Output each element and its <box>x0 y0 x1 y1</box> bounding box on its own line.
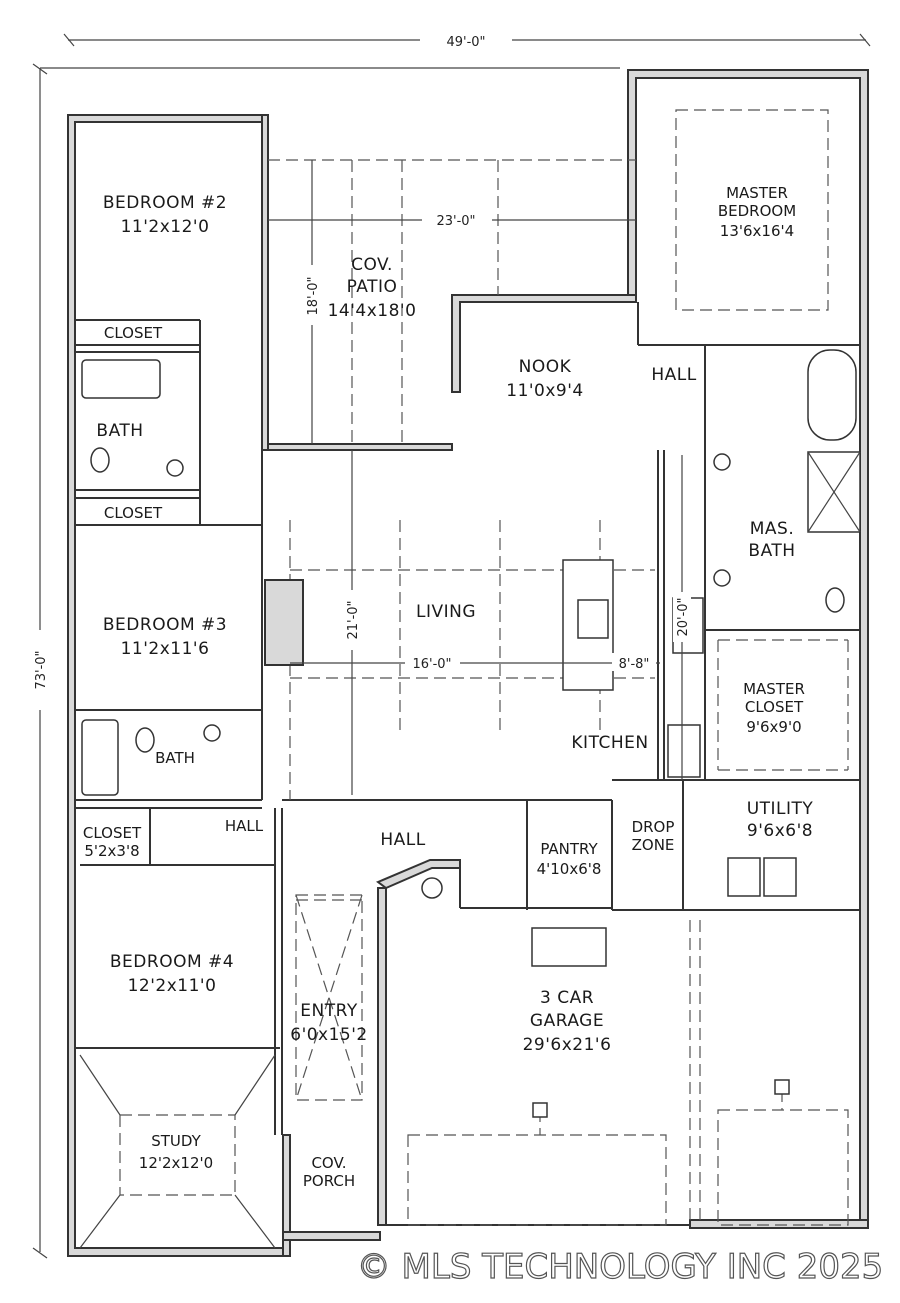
patio-width-dim: 23'-0" <box>436 214 475 229</box>
dimension-overall-depth: 73'-0" <box>30 63 620 1259</box>
hall-small-label: HALL <box>225 817 264 835</box>
room-labels: BEDROOM #2 11'2x12'0 CLOSET BATH CLOSET … <box>83 184 814 1190</box>
copyright-watermark: © MLS TECHNOLOGY INC 2025 <box>357 1247 884 1287</box>
dimension-overall-width: 49'-0" <box>63 30 871 50</box>
exterior-walls <box>67 69 869 1257</box>
kitchen-depth-dim: 20'-0" <box>676 597 691 636</box>
sink-icon <box>203 724 221 742</box>
toilet-icon <box>90 447 110 473</box>
porch-name-2: PORCH <box>303 1172 355 1190</box>
fixtures <box>81 349 861 1118</box>
utility-name: UTILITY <box>747 799 814 819</box>
master-closet-2: CLOSET <box>745 698 804 716</box>
living-width-dim: 16'-0" <box>412 657 451 672</box>
bedroom3-size: 11'2x11'6 <box>121 639 210 659</box>
closet-b4-name: CLOSET <box>83 824 142 842</box>
bedroom4-size: 12'2x11'0 <box>128 976 217 996</box>
bedroom4-name: BEDROOM #4 <box>110 952 234 972</box>
bathtub-icon <box>81 719 119 796</box>
master-bedroom-1: MASTER <box>726 184 788 202</box>
kitchen-width-dim: 8'-8" <box>619 657 650 672</box>
fireplace-icon <box>264 579 304 666</box>
overall-depth-label: 73'-0" <box>34 650 49 689</box>
master-closet-size: 9'6x9'0 <box>746 718 801 736</box>
bathtub-icon <box>81 359 161 399</box>
closet-b3-label: CLOSET <box>104 504 163 522</box>
toilet-icon <box>825 587 845 613</box>
patio-name-1: COV. <box>351 255 393 275</box>
dryer-icon <box>763 857 797 897</box>
drop-zone-1: DROP <box>632 818 675 836</box>
sink-icon <box>166 459 184 477</box>
entry-size: 6'0x15'2 <box>290 1025 368 1045</box>
patio-name-2: PATIO <box>347 277 398 297</box>
hall-main-label: HALL <box>380 830 425 850</box>
kitchen-sink-icon <box>577 599 609 639</box>
living-depth-dim: 21'-0" <box>346 600 361 639</box>
closet-b4-size: 5'2x3'8 <box>84 842 139 860</box>
living-label: LIVING <box>416 602 476 622</box>
garage-size: 29'6x21'6 <box>523 1035 612 1055</box>
patio-size: 14'4x18'0 <box>328 301 417 321</box>
opener-icon <box>532 1102 548 1118</box>
study-name: STUDY <box>151 1132 201 1150</box>
bedroom2-name: BEDROOM #2 <box>103 193 227 213</box>
nook-size: 11'0x9'4 <box>506 381 584 401</box>
water-heater-icon <box>421 877 443 899</box>
bedroom2-size: 11'2x12'0 <box>121 217 210 237</box>
garage-stairs-icon <box>531 927 607 967</box>
master-bedroom-2: BEDROOM <box>718 202 796 220</box>
overall-width-label: 49'-0" <box>446 35 485 50</box>
closet-b2-label: CLOSET <box>104 324 163 342</box>
pantry-name: PANTRY <box>540 840 598 858</box>
utility-size: 9'6x6'8 <box>747 821 813 841</box>
drop-zone-2: ZONE <box>632 836 675 854</box>
ceiling-dashed-lines <box>79 109 849 1249</box>
study-size: 12'2x12'0 <box>139 1154 213 1172</box>
master-closet-1: MASTER <box>743 680 805 698</box>
interior-walls <box>75 302 860 1135</box>
toilet-icon <box>135 727 155 753</box>
garage-name-1: 3 CAR <box>540 988 594 1008</box>
porch-name-1: COV. <box>311 1154 346 1172</box>
bath-b2-label: BATH <box>96 421 143 441</box>
bath-b3-label: BATH <box>155 749 195 767</box>
refrigerator-icon <box>667 724 701 778</box>
patio-depth-dim: 18'-0" <box>306 276 321 315</box>
nook-name: NOOK <box>519 357 572 377</box>
master-bedroom-size: 13'6x16'4 <box>720 222 794 240</box>
pantry-size: 4'10x6'8 <box>537 860 602 878</box>
sink-icon <box>713 569 731 587</box>
bedroom3-name: BEDROOM #3 <box>103 615 227 635</box>
washer-icon <box>727 857 761 897</box>
bathtub-icon <box>807 349 857 441</box>
entry-name: ENTRY <box>300 1001 358 1021</box>
interior-dimensions: 23'-0" 18'-0" 21'-0" 16'-0" 8'-8" 20'-0" <box>268 160 691 795</box>
sink-icon <box>713 453 731 471</box>
master-bath-1: MAS. <box>750 519 795 539</box>
master-bath-2: BATH <box>748 541 795 561</box>
kitchen-label: KITCHEN <box>571 733 648 753</box>
opener-icon <box>774 1079 790 1095</box>
garage-name-2: GARAGE <box>530 1011 604 1031</box>
hall-master-label: HALL <box>651 365 696 385</box>
